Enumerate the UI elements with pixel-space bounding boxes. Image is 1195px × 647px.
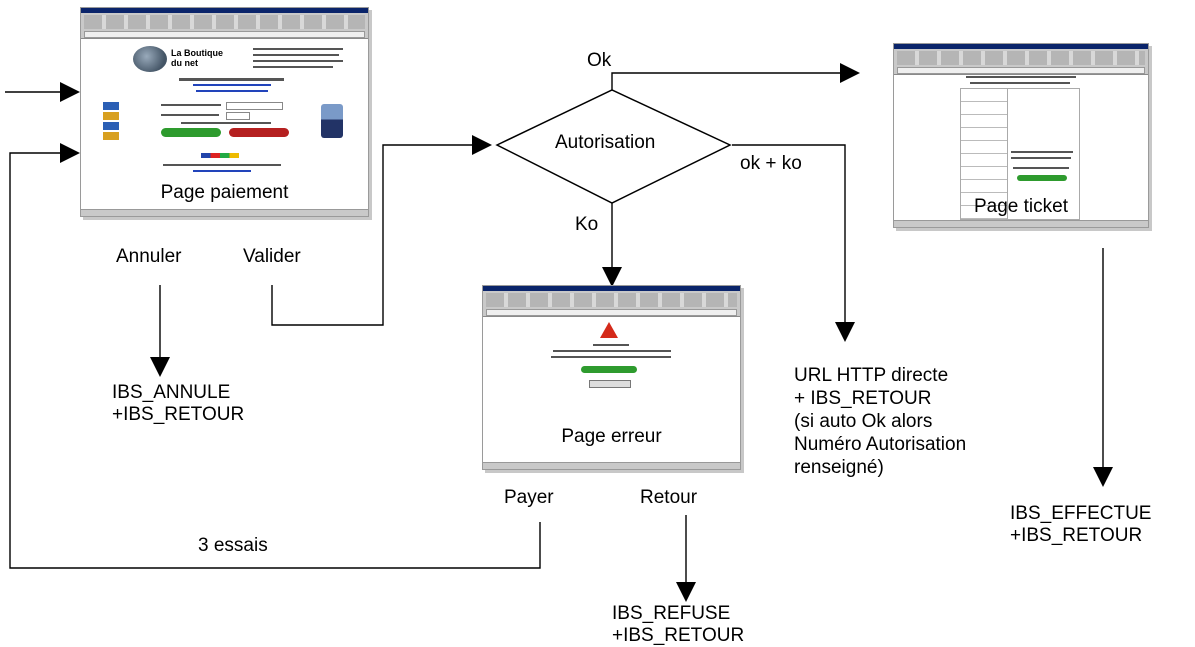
- browser-chrome: [894, 44, 1148, 75]
- ticket-table-thumb: [960, 88, 1080, 220]
- warning-icon: [600, 322, 618, 338]
- valider-button-thumb: [161, 128, 221, 137]
- decision-diamond: [495, 89, 732, 204]
- payer-button-thumb: [581, 366, 637, 373]
- retry-loop-connector: [9, 143, 541, 569]
- shop-logo-text: La Boutique du net: [171, 48, 223, 68]
- flags-icon: [201, 153, 239, 158]
- card-number-field: [226, 102, 283, 110]
- payment-page-screenshot: La Boutique du net Page paiement: [80, 7, 369, 217]
- valider-edge-label: Valider: [243, 246, 301, 267]
- payment-page-caption: Page paiement: [160, 182, 289, 203]
- browser-chrome: [81, 8, 368, 39]
- ticket-page-screenshot: Page ticket: [893, 43, 1149, 228]
- ko-edge-label: Ko: [575, 214, 599, 235]
- payer-edge-label: Payer: [504, 487, 554, 508]
- essais-edge-label: 3 essais: [198, 535, 268, 556]
- retour-button-thumb: [589, 380, 631, 388]
- result-url-http: URL HTTP directe + IBS_RETOUR (si auto O…: [794, 365, 967, 478]
- globe-logo-icon: [133, 46, 167, 72]
- valider-connector: [271, 135, 492, 326]
- result-annule: IBS_ANNULE +IBS_RETOUR: [112, 382, 245, 425]
- ok-connector: [611, 63, 860, 92]
- bank-logo-icon: [321, 104, 343, 138]
- card-logos-icon: [103, 102, 119, 142]
- retour-edge-label: Retour: [640, 487, 698, 508]
- ok-ko-connector: [732, 144, 855, 342]
- decision-label: Autorisation: [555, 132, 656, 153]
- ok-edge-label: Ok: [587, 50, 612, 71]
- annuler-edge-label: Annuler: [116, 246, 182, 267]
- result-effectue: IBS_EFFECTUE +IBS_RETOUR: [1010, 503, 1152, 546]
- error-page-screenshot: Page erreur: [482, 285, 741, 470]
- ticket-page-caption: Page ticket: [974, 196, 1068, 217]
- browser-chrome: [483, 286, 740, 317]
- annuler-button-thumb: [229, 128, 289, 137]
- ok-ko-edge-label: ok + ko: [740, 153, 802, 174]
- result-refuse: IBS_REFUSE +IBS_RETOUR: [612, 603, 745, 646]
- error-page-caption: Page erreur: [561, 426, 662, 447]
